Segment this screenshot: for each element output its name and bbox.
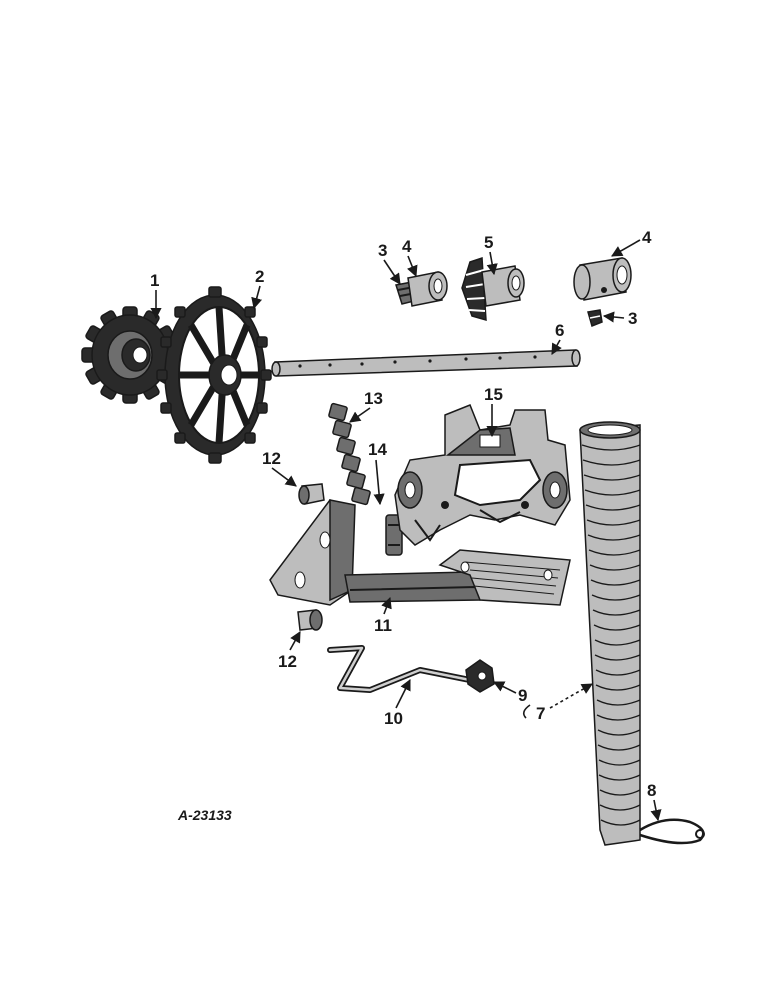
callout-8: 8: [647, 781, 656, 800]
small-sprocket-part: [81, 306, 179, 404]
callout-3-right: 3: [628, 309, 637, 328]
callout-11: 11: [374, 616, 392, 635]
bolt-upper-part: [298, 483, 325, 505]
wire-clip-part: [639, 818, 705, 845]
callout-12-upper: 12: [262, 449, 281, 468]
bent-rod-part: [327, 645, 473, 693]
bracket-casting-part: [394, 404, 571, 546]
set-screw-part: [587, 309, 603, 328]
callout-6: 6: [555, 321, 564, 340]
chain-link-part: [385, 514, 403, 556]
drawing-number: A-23133: [177, 807, 232, 823]
drive-chain-part: [328, 402, 371, 506]
collar-part: [407, 271, 448, 307]
collar-right-part: [573, 257, 632, 301]
support-bracket-part: [269, 499, 571, 606]
callout-13: 13: [364, 389, 383, 408]
callout-1: 1: [150, 271, 159, 290]
large-sprocket-part: [156, 286, 272, 464]
bolt-lower-part: [297, 609, 323, 631]
callout-15: 15: [484, 385, 503, 404]
callout-14: 14: [368, 440, 387, 459]
callout-3-upper: 3: [378, 241, 387, 260]
callout-12-lower: 12: [278, 652, 297, 671]
callout-7: 7: [536, 704, 545, 723]
flexible-tube-part: [579, 421, 641, 846]
leader-lines: [150, 239, 662, 822]
callout-10: 10: [384, 709, 403, 728]
callout-2: 2: [255, 267, 264, 286]
callout-4-left: 4: [402, 237, 412, 256]
callout-4-right: 4: [642, 228, 652, 247]
drive-shaft-part: [271, 349, 581, 377]
callout-5: 5: [484, 233, 493, 252]
callout-9: 9: [518, 686, 527, 705]
bevel-gear-part: [461, 256, 525, 322]
wing-nut-part: [465, 659, 495, 693]
